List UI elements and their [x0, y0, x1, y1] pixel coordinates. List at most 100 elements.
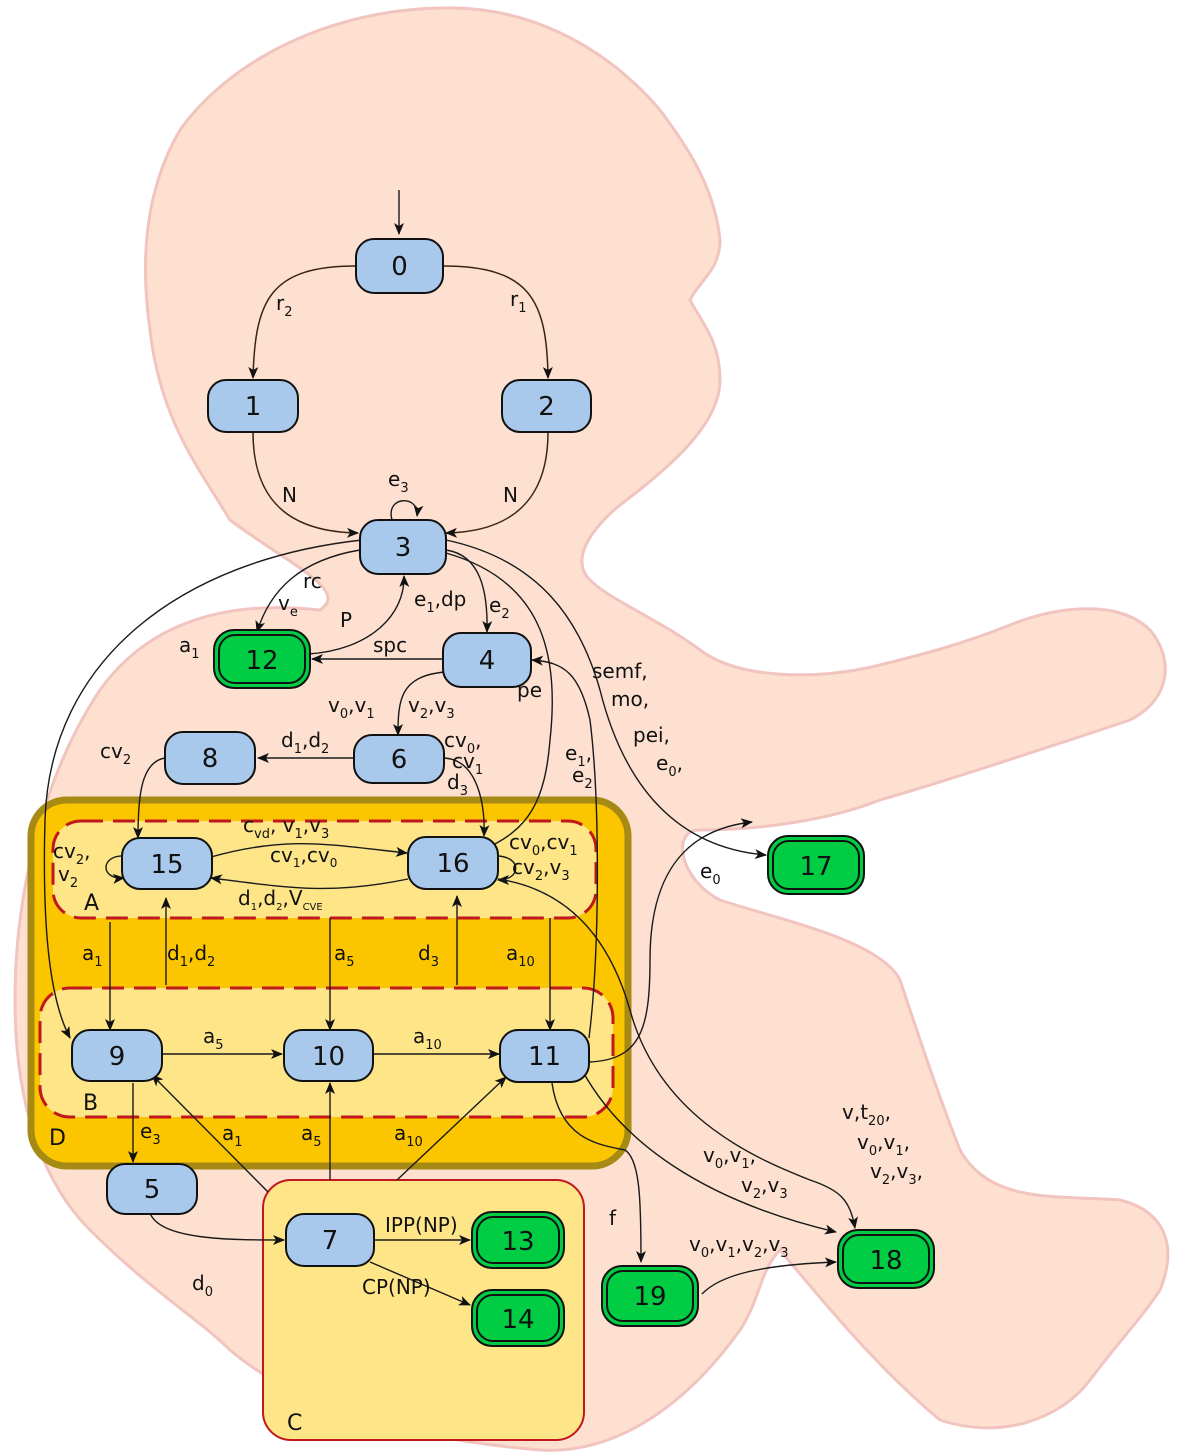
edge-7-14: [369, 1261, 471, 1306]
svg-text:2: 2: [538, 392, 555, 422]
edge-label-ipp: IPP(NP): [385, 1213, 458, 1237]
edge-label-e3-bottom: e3: [140, 1119, 161, 1148]
edge-label-a1-mid: a1: [82, 941, 103, 970]
svg-text:10: 10: [312, 1042, 345, 1072]
edge-label-e2-top: e2: [489, 593, 510, 622]
edge-label-semf: semf,: [592, 659, 648, 683]
svg-text:1: 1: [245, 392, 262, 422]
svg-text:15: 15: [150, 850, 183, 880]
state-6: 6: [353, 734, 445, 784]
edge-3-loop: [390, 500, 424, 521]
state-5: 5: [106, 1163, 198, 1215]
edge-3-9: [43, 539, 363, 1039]
edge-label-a10-row: a10: [413, 1024, 442, 1053]
svg-text:6: 6: [391, 745, 408, 775]
edge-3-16: [445, 552, 553, 851]
edge-11-17: [588, 818, 753, 1063]
state-4: 4: [442, 632, 532, 688]
state-19-final: 19: [601, 1265, 699, 1327]
edge-label-e0-right: e0: [700, 859, 721, 888]
edge-label-r1: r1: [510, 287, 527, 316]
state-0: 0: [355, 238, 444, 294]
state-7: 7: [285, 1213, 375, 1267]
edge-0-1: [248, 265, 357, 379]
edge-label-v2v3-11: v2,v3: [741, 1173, 788, 1202]
svg-text:8: 8: [202, 744, 219, 774]
edge-label-e1e2-b: e2: [572, 763, 593, 792]
svg-text:3: 3: [395, 533, 412, 563]
svg-text:4: 4: [479, 646, 496, 676]
svg-text:0: 0: [391, 252, 408, 282]
edge-2-3: [445, 431, 549, 538]
edge-label-loop15-a: cv2,: [53, 839, 90, 868]
edge-label-d1d2vcve: d1,d2,VCVE: [238, 886, 323, 913]
edge-label-v2v3: v2,v3: [408, 693, 455, 722]
state-16: 16: [407, 836, 499, 890]
edge-label-e3-loop: e3: [388, 467, 409, 496]
edge-12-3: [307, 575, 410, 655]
edge-label-cp: CP(NP): [362, 1275, 431, 1299]
edge-label-cv0cv1-b: cv1: [452, 749, 483, 778]
region-label-a: A: [84, 891, 99, 916]
svg-text:16: 16: [436, 849, 469, 879]
edge-label-a5-row: a5: [203, 1024, 224, 1053]
state-1: 1: [207, 379, 299, 433]
edge-label-e1e2-a: e1,: [565, 741, 592, 770]
edge-3-4: [445, 549, 493, 633]
edge-label-rc: rc: [303, 569, 322, 593]
edge-label-loop15-b: v2: [58, 862, 78, 891]
edge-label-a5-bottom: a5: [301, 1121, 322, 1150]
edge-label-a1-top: a1: [179, 633, 200, 662]
edge-0-2: [442, 265, 553, 379]
svg-text:17: 17: [799, 852, 832, 882]
edge-label-cv1cv0: cv1,cv0: [270, 843, 337, 870]
edge-label-pe: pe: [517, 678, 542, 702]
region-label-c: C: [287, 1411, 302, 1436]
edge-label-e1dp: e1,dp: [414, 587, 466, 616]
region-label-b: B: [83, 1091, 98, 1116]
edge-label-d3-mid: d3: [418, 941, 439, 970]
svg-text:7: 7: [322, 1226, 339, 1256]
edge-label-loop16-a: cv0,cv1: [509, 830, 578, 859]
edge-15-16: [210, 842, 408, 858]
edge-label-a10-bottom: a10: [394, 1121, 423, 1150]
svg-text:11: 11: [528, 1042, 561, 1072]
edge-label-p: P: [340, 608, 352, 632]
edge-label-ve: ve: [278, 591, 298, 620]
edge-1-3: [252, 431, 359, 538]
svg-text:9: 9: [109, 1042, 126, 1072]
svg-text:14: 14: [501, 1305, 534, 1335]
edge-15-loop: [105, 855, 125, 884]
edge-11-4: [531, 655, 599, 1039]
state-8: 8: [164, 731, 256, 785]
edge-label-cvd-v1v3: cvd, v1,v3: [243, 813, 329, 842]
edge-3-12: [255, 549, 361, 633]
edge-label-cv2-top: cv2: [100, 739, 131, 768]
edge-label-v0v1: v0,v1: [328, 693, 375, 722]
edge-label-n-right: N: [503, 483, 518, 507]
edge-4-6: [393, 671, 446, 736]
edge-label-n-left: N: [282, 483, 297, 507]
svg-text:13: 13: [501, 1227, 534, 1257]
edge-label-a5-mid: a5: [334, 941, 355, 970]
edge-label-v0v1-18: v0,v1,: [857, 1130, 910, 1159]
edge-label-d1d2-mid: d1,d2: [167, 941, 215, 970]
state-11: 11: [499, 1029, 590, 1083]
edge-7-9: [151, 1074, 269, 1193]
edge-label-loop16-b: cv2,v3: [512, 855, 570, 884]
edge-label-spc: spc: [373, 633, 407, 657]
edge-label-v0v1-11: v0,v1,: [703, 1143, 756, 1172]
edge-11-18: [581, 1069, 837, 1235]
edge-label-f: f: [609, 1206, 617, 1230]
state-2: 2: [501, 379, 592, 433]
edge-8-15: [133, 757, 166, 839]
edge-3-17: [445, 539, 767, 860]
state-15: 15: [121, 837, 213, 890]
edge-label-d3-top: d3: [447, 770, 468, 799]
state-3: 3: [359, 519, 447, 575]
state-13-final: 13: [471, 1211, 565, 1269]
state-14-final: 14: [471, 1289, 565, 1347]
state-9: 9: [71, 1029, 163, 1082]
edge-label-pei: pei,: [633, 723, 670, 747]
